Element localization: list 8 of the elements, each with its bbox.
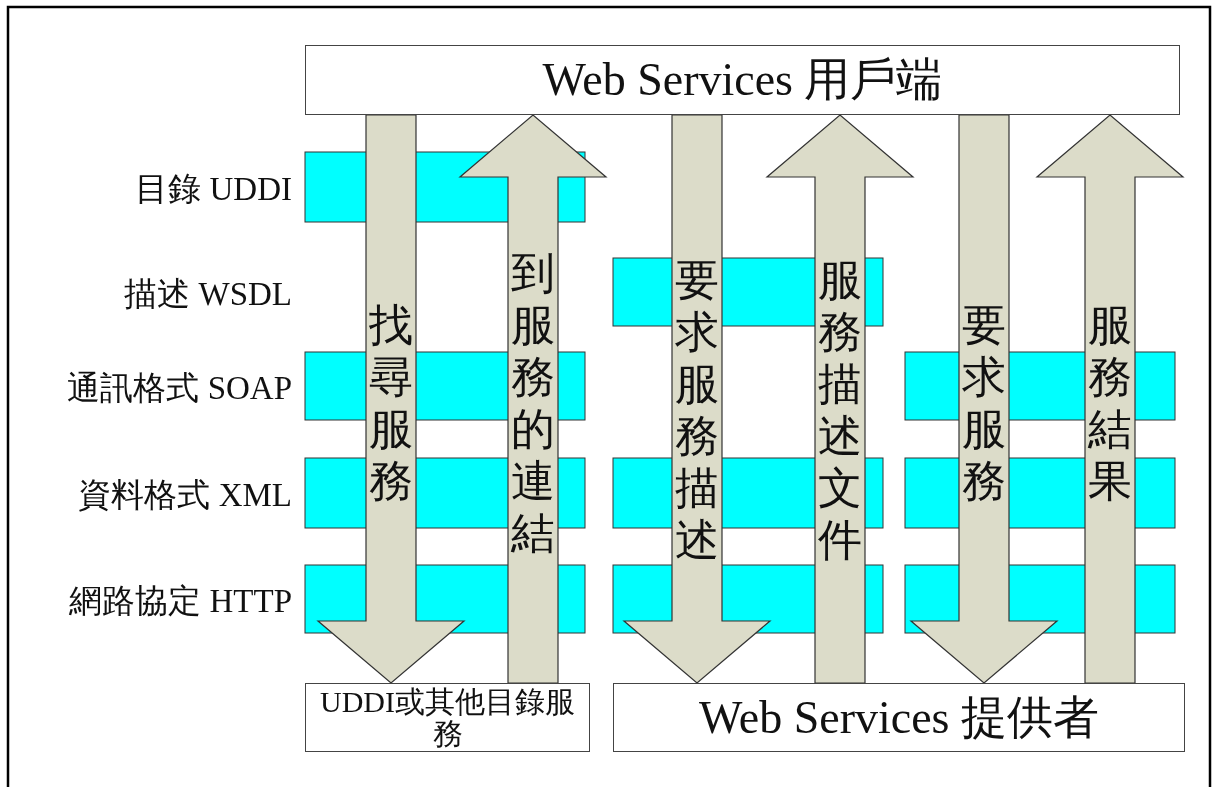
layer-label: 資料格式 XML xyxy=(78,476,292,515)
directory-box: UDDI或其他目錄服務 xyxy=(305,683,590,752)
layer-label: 網路協定 HTTP xyxy=(69,582,292,621)
provider-box: Web Services 提供者 xyxy=(613,683,1185,752)
layer-label: 通訊格式 SOAP xyxy=(67,369,292,408)
client-box: Web Services 用戶端 xyxy=(305,45,1180,115)
layer-label: 目錄 UDDI xyxy=(135,170,292,209)
layer-label: 描述 WSDL xyxy=(124,275,292,314)
